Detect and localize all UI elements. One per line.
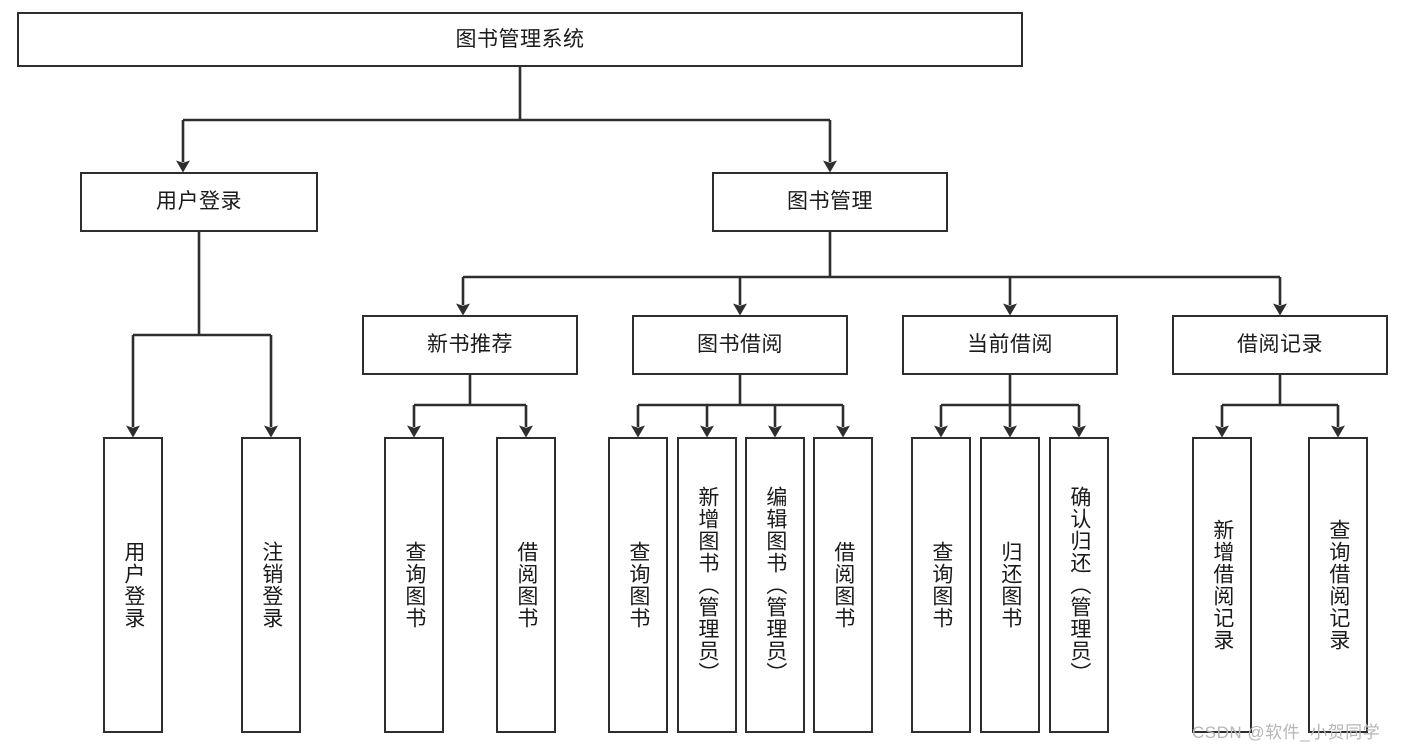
node-label: 借阅图书 (514, 541, 538, 629)
node-label: 用户登录 (156, 190, 242, 214)
node-user-login[interactable]: 用户登录 (80, 172, 318, 232)
leaf-book-borrow-borrow[interactable]: 借阅图书 (813, 437, 873, 733)
node-label: 编辑图书（管理员） (763, 486, 787, 684)
node-label: 图书管理 (787, 190, 873, 214)
leaf-current-borrow-query[interactable]: 查询图书 (911, 437, 971, 733)
node-label: 查询借阅记录 (1326, 519, 1350, 651)
leaf-new-book-borrow[interactable]: 借阅图书 (496, 437, 556, 733)
node-label: 用户登录 (121, 541, 145, 629)
leaf-new-book-query[interactable]: 查询图书 (384, 437, 444, 733)
node-label: 图书借阅 (697, 333, 783, 357)
node-label: 查询图书 (402, 541, 426, 629)
node-root-system[interactable]: 图书管理系统 (17, 12, 1023, 67)
node-label: 注销登录 (259, 541, 283, 629)
leaf-borrow-record-add[interactable]: 新增借阅记录 (1192, 437, 1252, 733)
node-borrow-record[interactable]: 借阅记录 (1172, 315, 1388, 375)
node-label: 图书管理系统 (455, 27, 585, 51)
node-label: 借阅图书 (831, 541, 855, 629)
node-label: 归还图书 (998, 541, 1022, 629)
node-new-book-recommend[interactable]: 新书推荐 (362, 315, 578, 375)
node-label: 新书推荐 (427, 333, 513, 357)
leaf-current-borrow-return[interactable]: 归还图书 (980, 437, 1040, 733)
node-current-borrow[interactable]: 当前借阅 (902, 315, 1118, 375)
node-label: 查询图书 (626, 541, 650, 629)
leaf-book-borrow-edit[interactable]: 编辑图书（管理员） (745, 437, 805, 733)
leaf-user-login-login[interactable]: 用户登录 (103, 437, 163, 733)
node-label: 新增图书（管理员） (695, 486, 719, 684)
node-label: 借阅记录 (1237, 333, 1323, 357)
leaf-book-borrow-add[interactable]: 新增图书（管理员） (677, 437, 737, 733)
leaf-user-login-logout[interactable]: 注销登录 (241, 437, 301, 733)
leaf-borrow-record-query[interactable]: 查询借阅记录 (1308, 437, 1368, 733)
node-label: 新增借阅记录 (1210, 519, 1234, 651)
node-label: 确认归还（管理员） (1067, 486, 1091, 684)
node-book-management[interactable]: 图书管理 (712, 172, 948, 232)
node-label: 查询图书 (929, 541, 953, 629)
node-label: 当前借阅 (967, 333, 1053, 357)
leaf-book-borrow-query[interactable]: 查询图书 (608, 437, 668, 733)
node-book-borrow[interactable]: 图书借阅 (632, 315, 848, 375)
leaf-current-borrow-confirm-return[interactable]: 确认归还（管理员） (1049, 437, 1109, 733)
